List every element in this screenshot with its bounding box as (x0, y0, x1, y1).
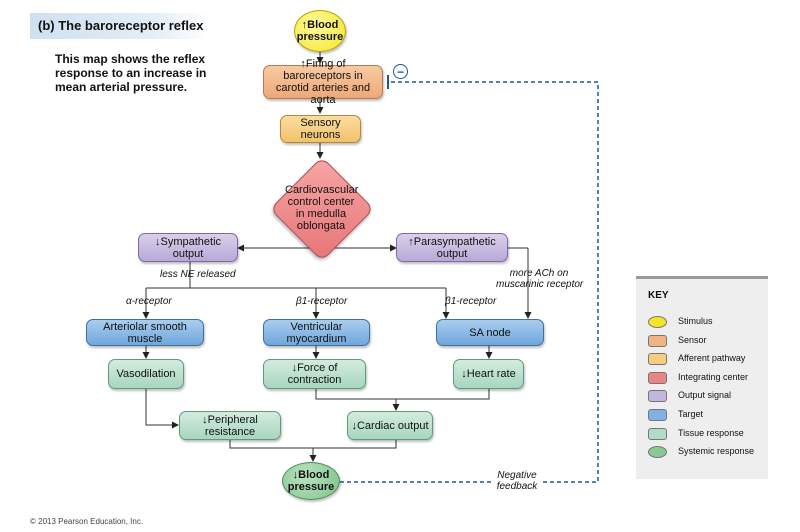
key-item-label: Sensor (678, 334, 707, 345)
key-swatch (648, 409, 667, 421)
ventricular-label: Ventricular myocardium (286, 320, 347, 345)
cardiac-label: ↓Cardiac output (351, 419, 429, 432)
key-swatch (648, 371, 667, 384)
heart-rate-label: ↓Heart rate (461, 368, 516, 380)
inhibition-symbol: − (393, 64, 408, 79)
negative-feedback-loop (340, 81, 599, 483)
systemic-label: ↓Blood pressure (287, 469, 335, 493)
key-swatch (648, 334, 667, 347)
heart-rate-node: ↓Heart rate (453, 359, 524, 389)
key-swatch (648, 353, 667, 366)
sympathetic-label: ↓Sympathetic output (154, 235, 222, 260)
line-peripheral-cardiac-join (229, 440, 397, 449)
negative-feedback-line: Negative (497, 470, 537, 481)
description-line: This map shows the reflex (55, 52, 206, 66)
negative-feedback-label: Negative feedback (492, 470, 542, 492)
more-ach-line: more ACh on (509, 268, 569, 279)
more-ach-label: more ACh on muscarinic receptor (496, 268, 584, 290)
cardiac-node: ↓Cardiac output (347, 411, 433, 440)
description-line: mean arterial pressure. (55, 80, 188, 94)
afferent-label: Sensory neurons (300, 117, 341, 141)
parasympathetic-node: ↑Parasympathetic output (396, 233, 508, 262)
force-label: ↓Force of contraction (287, 362, 342, 386)
description-line: response to an increase in (55, 66, 207, 80)
sympathetic-node: ↓Sympathetic output (138, 233, 238, 262)
integrating-center-label: Cardiovascular control center in medulla… (285, 184, 359, 232)
key-item-label: Tissue response (678, 427, 744, 438)
sensor-node: ↑Firing of baroreceptors in carotid arte… (263, 58, 383, 106)
integrating-center-node: Cardiovascular control center in medulla… (269, 156, 375, 262)
key-swatch (648, 446, 667, 459)
force-node: ↓Force of contraction (263, 359, 366, 389)
key-item-label: Integrating center (678, 371, 749, 382)
description: This map shows the reflex response to an… (55, 52, 215, 94)
vasodilation-label: Vasodilation (116, 368, 176, 380)
vasodilation-node: Vasodilation (108, 359, 184, 389)
key-item-label: Stimulus (678, 316, 713, 326)
sensor-label: ↑Firing of baroreceptors in carotid arte… (275, 58, 371, 106)
key-swatch (648, 316, 667, 328)
copyright: © 2013 Pearson Education, Inc. (30, 517, 144, 526)
arteriolar-node: Arteriolar smooth muscle (86, 319, 204, 346)
key-item-label: Target (678, 409, 704, 419)
header-bar (30, 13, 208, 39)
beta1-receptor-label: β1-receptor (445, 296, 497, 307)
sa-node: SA node (436, 319, 544, 346)
key-swatch (648, 427, 667, 440)
page-title: (b) The baroreceptor reflex (38, 18, 204, 33)
peripheral-label: ↓Peripheral resistance (202, 413, 258, 438)
stimulus-node: ↑Blood pressure (294, 10, 346, 52)
alpha-receptor-label: α-receptor (126, 296, 172, 307)
key-title: KEY (648, 290, 669, 301)
ventricular-node: Ventricular myocardium (263, 319, 370, 346)
systemic-node: ↓Blood pressure (282, 462, 340, 500)
arteriolar-label: Arteriolar smooth muscle (103, 320, 187, 345)
sa-node-label: SA node (469, 326, 511, 339)
parasympathetic-label: ↑Parasympathetic output (408, 235, 496, 260)
peripheral-node: ↓Peripheral resistance (179, 411, 281, 440)
beta1-receptor-label: β1-receptor (296, 296, 348, 307)
negative-feedback-line: feedback (496, 481, 538, 492)
line-force-hr-join (315, 389, 490, 400)
arrow-vasodilation-peripheral (145, 389, 179, 429)
less-ne-label: less NE released (160, 269, 236, 280)
key-swatch (648, 390, 667, 403)
more-ach-line: muscarinic receptor (496, 279, 584, 290)
afferent-node: Sensory neurons (280, 115, 361, 143)
key-item-label: Systemic response (678, 446, 755, 457)
key-item-label: Afferent pathway (678, 353, 746, 364)
key-item-label: Output signal (678, 390, 732, 401)
stimulus-label: ↑Blood pressure (296, 19, 344, 43)
